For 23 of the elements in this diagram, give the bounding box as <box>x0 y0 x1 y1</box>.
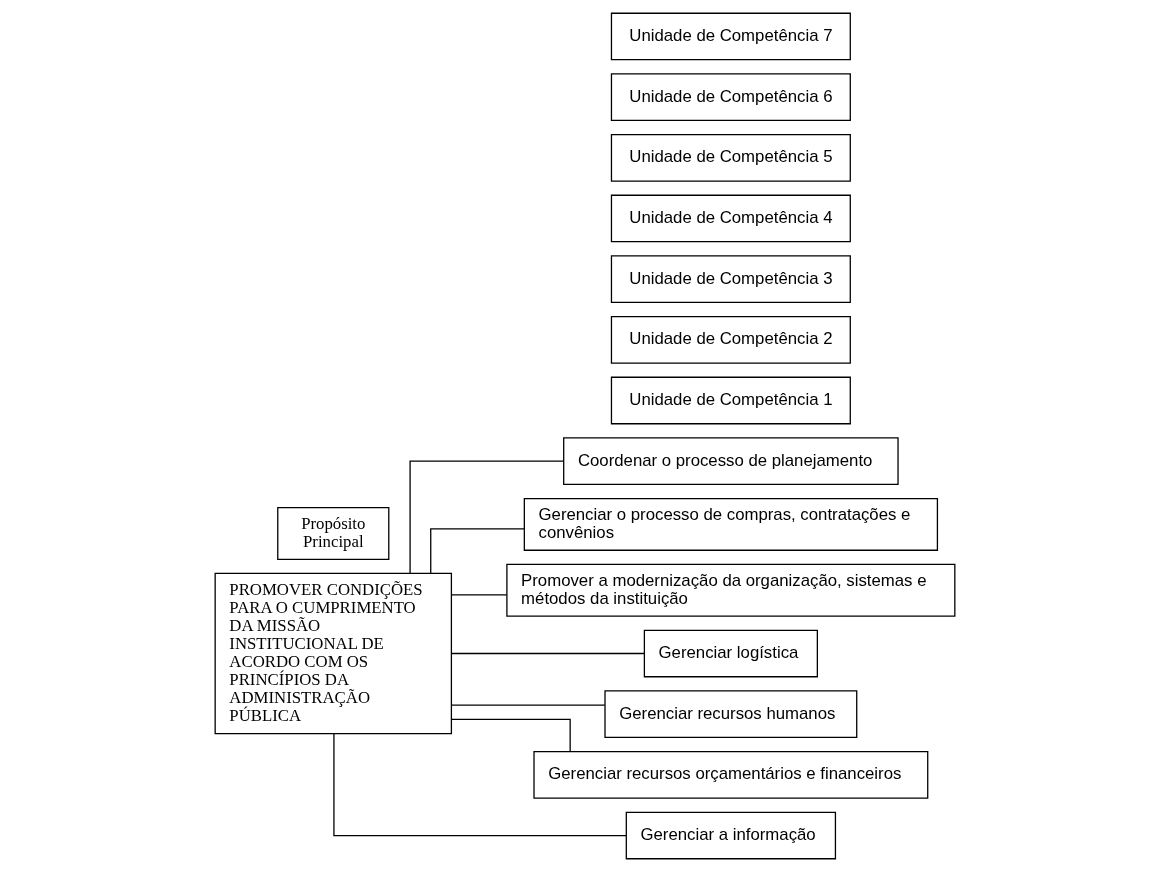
connector <box>450 594 507 596</box>
node-box: Coordenar o processo de planejamento <box>562 437 899 486</box>
node-box: Unidade de Competência 1 <box>610 376 851 425</box>
node-box: Propósito Principal <box>276 507 389 560</box>
connector <box>332 733 627 837</box>
node-box: Unidade de Competência 2 <box>610 315 851 364</box>
node-box: Gerenciar a informação <box>625 811 836 860</box>
connector <box>408 460 564 574</box>
node-box: Unidade de Competência 5 <box>610 133 851 182</box>
node-box: PROMOVER CONDIÇÕES PARA O CUMPRIMENTO DA MISSÃO INSTITUCIONAL DE ACORDO COM OS PRINCÍPIOS DA ADMINISTRAÇÃO PÚBLICA <box>214 572 452 735</box>
node-box: Unidade de Competência 4 <box>610 194 851 243</box>
connector <box>429 528 525 574</box>
connector <box>450 704 605 706</box>
node-box: Gerenciar logística <box>643 629 818 678</box>
node-box: Unidade de Competência 6 <box>610 73 851 122</box>
node-box: Unidade de Competência 3 <box>610 255 851 304</box>
node-box: Unidade de Competência 7 <box>610 12 851 61</box>
connector <box>450 652 645 655</box>
node-box: Gerenciar recursos orçamentários e financeiros <box>532 750 928 799</box>
node-box: Gerenciar o processo de compras, contratações e convênios <box>523 497 938 551</box>
node-box: Gerenciar recursos humanos <box>603 690 857 739</box>
connector <box>450 718 571 752</box>
node-box: Promover a modernização da organização, sistemas e métodos da instituição <box>505 563 955 617</box>
